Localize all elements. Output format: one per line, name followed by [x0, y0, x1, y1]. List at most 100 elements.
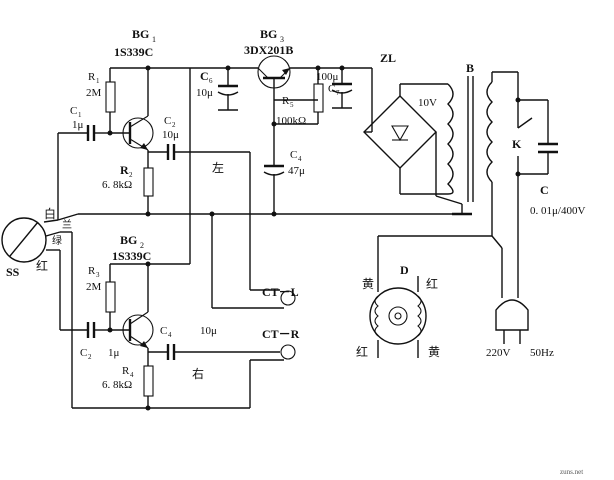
- motor-wire-yellow-bottom-right: 黄: [428, 345, 440, 359]
- c4-mid-subscript: 4: [298, 155, 302, 163]
- jack-ct-r: [280, 344, 296, 360]
- capacitor-c4-mid: [263, 164, 285, 217]
- c7-label: C: [328, 83, 335, 95]
- c1-label: C: [70, 105, 77, 117]
- capacitor-labels: C 1 1μ C 2 10μ C 2 1μ C 4 10μ C 4 47μ C …: [70, 69, 340, 361]
- c1-subscript: 1: [78, 111, 82, 119]
- c4-bottom-label: C: [160, 325, 167, 337]
- zl-label: ZL: [380, 51, 396, 65]
- rectifier-zl: [363, 83, 463, 205]
- capacitor-c1: [57, 125, 110, 220]
- c2-top-label: C: [164, 115, 171, 127]
- io-labels: SS 左 右 CT－L CT－R zuns.net: [6, 160, 583, 476]
- resistor-r3: [105, 281, 116, 333]
- r3-value: 2M: [86, 281, 102, 293]
- r5-subscript: 5: [290, 101, 294, 109]
- c2-top-value: 10μ: [162, 129, 179, 141]
- right-channel-label: 右: [192, 366, 204, 381]
- capacitor-c2-bottom: [46, 249, 110, 338]
- watermark: zuns.net: [560, 468, 583, 476]
- r2-label: R: [120, 163, 129, 177]
- bg2-collector-line: [109, 68, 191, 312]
- sensor-wire-red: 红: [36, 258, 48, 273]
- bg1-subscript: 1: [152, 35, 156, 44]
- transistor-bg1: [107, 115, 154, 151]
- motor-d: [369, 235, 503, 358]
- c4-bottom-value: 10μ: [200, 325, 217, 337]
- resistor-r4: [143, 348, 154, 411]
- bg1-part-number: 1S339C: [114, 45, 153, 59]
- r2-subscript: 2: [129, 171, 133, 179]
- transistor-labels: BG 1 1S339C BG 2 1S339C BG 3 3DX201B: [112, 27, 293, 263]
- transistor-bg3: [257, 55, 318, 101]
- bg3-part-number: 3DX201B: [244, 43, 293, 57]
- c7-value: 100μ: [316, 71, 339, 83]
- transistor-bg2: [110, 311, 154, 349]
- c2-bottom-subscript: 2: [88, 353, 92, 361]
- c1-value: 1μ: [72, 119, 84, 131]
- r4-subscript: 4: [130, 371, 134, 379]
- r5-label: R: [282, 95, 290, 107]
- c2-bottom-label: C: [80, 347, 87, 359]
- sensor-wire-green: 绿: [52, 234, 62, 247]
- r2-value: 6. 8kΩ: [102, 179, 132, 191]
- jack-ct-l: [280, 290, 296, 306]
- bg1-label: BG: [132, 27, 149, 41]
- left-channel-label: 左: [212, 160, 224, 175]
- capacitor-c-label: C: [540, 183, 549, 197]
- bg2-subscript: 2: [140, 241, 144, 250]
- capacitor-c4-bottom: [148, 344, 280, 360]
- motor-wire-red-bottom-left: 红: [356, 344, 368, 359]
- c6-label: C: [200, 69, 209, 83]
- r4-value: 6. 8kΩ: [102, 379, 132, 391]
- sensor-ss: [1, 217, 61, 263]
- r3-subscript: 3: [96, 271, 100, 279]
- resistor-labels: R 1 2M R 2 6. 8kΩ R 3 2M R 4 6. 8kΩ R 5 …: [86, 71, 306, 391]
- motor-wire-yellow-top-left: 黄: [362, 277, 374, 291]
- switch-k: [515, 72, 558, 298]
- secondary-voltage: 10V: [418, 97, 437, 109]
- capacitor-c2-top: [148, 144, 280, 291]
- c2-top-subscript: 2: [172, 121, 176, 129]
- sensor-label: SS: [6, 265, 20, 279]
- c4-mid-value: 47μ: [288, 165, 305, 177]
- transformer-label: B: [466, 61, 474, 75]
- sensor-wire-blue: 兰: [62, 218, 72, 231]
- r1-subscript: 1: [96, 77, 100, 85]
- transformer-b: [447, 71, 518, 236]
- bg3-subscript: 3: [280, 35, 284, 44]
- c7-subscript: 7: [336, 89, 340, 97]
- c6-value: 10μ: [196, 87, 213, 99]
- output-ct-r-label: CT－R: [262, 327, 300, 341]
- resistor-r5: [271, 68, 324, 166]
- motor-label: D: [400, 263, 409, 277]
- mains-voltage: 220V: [486, 347, 511, 359]
- capacitor-c7: [331, 68, 353, 109]
- output-ct-l-label: CT－L: [262, 285, 299, 299]
- c2-bottom-value: 1μ: [108, 347, 120, 359]
- r5-value: 100kΩ: [276, 115, 306, 127]
- mains-frequency: 50Hz: [530, 347, 554, 359]
- sensor-wire-white: 白: [44, 206, 56, 221]
- r1-value: 2M: [86, 87, 102, 99]
- switch-k-label: K: [512, 137, 522, 151]
- mains-plug: [495, 299, 529, 344]
- power-labels: ZL B 10V K C 0. 01μ/400V D 220V 50Hz: [380, 51, 585, 359]
- bg3-label: BG: [260, 27, 277, 41]
- r1-label: R: [88, 71, 96, 83]
- resistor-r2: [143, 150, 154, 217]
- r4-label: R: [122, 365, 130, 377]
- common-rail: [57, 204, 472, 409]
- capacitor-c6: [217, 68, 239, 111]
- c4-mid-label: C: [290, 149, 297, 161]
- bg2-label: BG: [120, 233, 137, 247]
- capacitor-c-value: 0. 01μ/400V: [530, 205, 585, 217]
- bg2-part-number: 1S339C: [112, 249, 151, 263]
- c4-bottom-subscript: 4: [168, 331, 172, 339]
- resistor-r1: [105, 81, 116, 132]
- wire-color-labels: 黄 红 红 黄 白 兰 绿 红: [36, 206, 440, 359]
- c6-subscript: 6: [209, 77, 213, 85]
- r3-label: R: [88, 265, 96, 277]
